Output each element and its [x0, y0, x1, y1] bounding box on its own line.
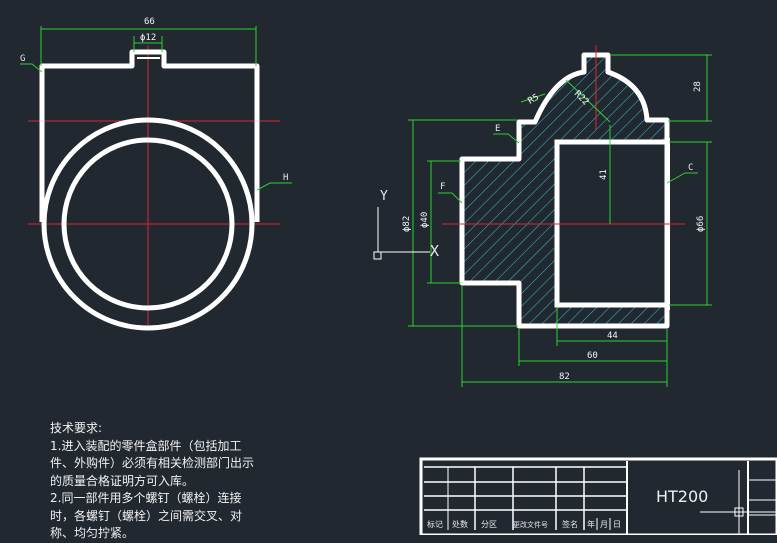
front-inner-circle: [61, 137, 235, 311]
notes-line-1: 1.进入装配的零件盒部件（包括加工: [50, 438, 242, 453]
tb-header-sign: 签名: [562, 519, 578, 529]
crosshair-cursor-icon: [700, 470, 777, 535]
tb-material: HT200: [656, 487, 708, 506]
tb-header-change-doc: 更改文件号: [513, 520, 548, 529]
section-view: 28 R5 R22 E C F 41 ϕ82 ϕ40 ϕ66: [402, 45, 712, 387]
title-block: 标记 处数 分区 更改文件号 签名 年 月 日 HT200: [419, 457, 777, 535]
notes-line-4: 2.同一部件用多个螺钉（螺栓）连接: [50, 491, 242, 505]
label-e: E: [495, 124, 500, 134]
front-dim-phi12: ϕ12: [140, 33, 156, 43]
tb-header-year: 年: [587, 519, 595, 529]
tb-header-month: 月: [600, 520, 608, 529]
front-view: 66 ϕ12 G H: [20, 17, 292, 331]
label-f: F: [440, 182, 445, 192]
front-dim-66: 66: [144, 17, 155, 27]
leader-h: [256, 182, 292, 191]
ucs-icon: Y X: [373, 189, 439, 260]
tb-header-mark: 标记: [427, 519, 443, 529]
notes-line-6: 称、均匀拧紧。: [50, 526, 135, 540]
tb-header-count: 处数: [452, 519, 468, 529]
ucs-y-label: Y: [380, 189, 388, 204]
dim-phi82: ϕ82: [402, 216, 412, 232]
dim-28: 28: [693, 81, 703, 92]
leader-f: [438, 192, 463, 204]
dim-phi66: ϕ66: [696, 216, 706, 232]
dim-41: 41: [599, 169, 609, 180]
dim-44: 44: [607, 331, 618, 341]
technical-requirements: 技术要求: 1.进入装配的零件盒部件（包括加工 件、外购件）必须有相关检测部门出…: [50, 420, 290, 543]
notes-line-2: 件、外购件）必须有相关检测部门出示: [50, 456, 255, 470]
tb-header-day: 日: [613, 520, 621, 529]
front-outer-circle: [41, 117, 255, 331]
label-c: C: [688, 163, 693, 173]
dim-82: 82: [559, 372, 570, 382]
dim-r5: R5: [527, 93, 541, 107]
notes-line-3: 的质量合格证明方可入库。: [50, 473, 195, 488]
section-outline: [459, 52, 670, 329]
leader-c: [666, 172, 698, 184]
notes-line-5: 时，各螺钉（螺栓）之间需交叉、对: [50, 508, 243, 523]
front-body-outline: [39, 49, 260, 222]
ucs-x-label: X: [430, 242, 439, 260]
leader-e: [493, 133, 520, 144]
label-h: H: [283, 173, 288, 183]
notes-title: 技术要求:: [50, 421, 103, 435]
section-hatch: [462, 55, 667, 326]
dim-60: 60: [587, 351, 598, 361]
leader-g: [20, 63, 43, 73]
label-g: G: [20, 54, 25, 64]
dim-line-r5: [520, 93, 546, 103]
tb-header-zone: 分区: [481, 520, 497, 529]
dim-line-r22: [565, 79, 611, 123]
dim-phi40: ϕ40: [420, 212, 430, 228]
